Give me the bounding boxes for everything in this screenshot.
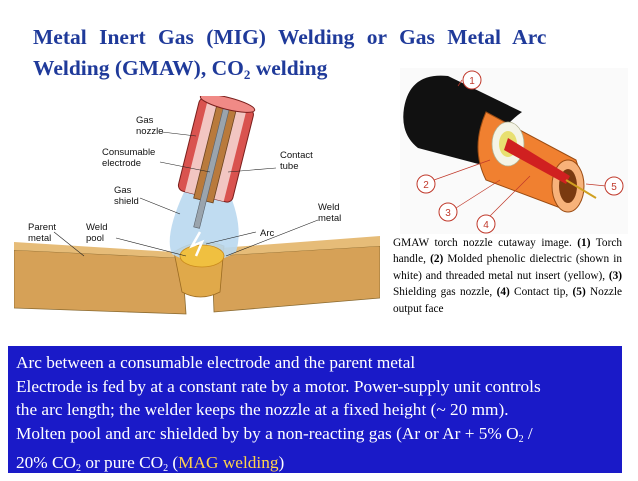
gmaw-torch-nozzle-cutaway-image: 1 2 3 4 5 <box>400 68 628 234</box>
caption-number-1: (1) <box>577 237 591 249</box>
label-weld-pool-2: pool <box>86 233 104 244</box>
label-consumable-electrode-2: electrode <box>102 158 141 169</box>
label-arc: Arc <box>260 228 275 239</box>
weld-pool <box>179 244 225 268</box>
line-5-subscript-1: 2 <box>76 463 82 474</box>
title-line-2-suffix: welding <box>250 56 328 80</box>
line-4-subscript: 2 <box>518 433 524 445</box>
caption-text-4: Contact tip, <box>509 286 573 299</box>
label-weld-metal-1: Weld <box>318 202 339 213</box>
marker-4: 4 <box>483 220 489 231</box>
caption-text-1: Torch handle, <box>393 237 622 266</box>
summary-box: Arc between a consumable electrode and t… <box>8 346 622 474</box>
line-4-suffix: / <box>523 423 533 443</box>
marker-5-circle <box>604 176 624 196</box>
title-line-2-prefix: Welding (GMAW), CO <box>33 56 244 80</box>
parent-metal-plate-right <box>211 245 380 313</box>
label-consumable-electrode-1: Consumable <box>102 147 155 158</box>
caption-number-4: (4) <box>496 286 510 299</box>
gas-shield <box>169 190 239 263</box>
label-contact-tube-1: Contact <box>280 150 313 161</box>
contact-tip <box>504 138 570 184</box>
slide-title: Metal Inert Gas (MIG) Welding or Gas Met… <box>33 22 623 90</box>
parent-metal-plate-left <box>14 249 187 315</box>
marker-5: 5 <box>611 182 617 193</box>
label-gas-nozzle-1: Gas <box>136 115 154 126</box>
title-line-1: Metal Inert Gas (MIG) Welding or Gas Met… <box>33 25 547 49</box>
caption-number-3: (3) <box>608 269 622 282</box>
line-5-d: ) <box>278 453 285 472</box>
label-gas-shield-2: shield <box>114 196 139 207</box>
title-subscript: 2 <box>243 67 251 82</box>
label-contact-tube-2: tube <box>280 161 299 172</box>
caption-text-3: Shielding gas nozzle, <box>393 286 497 299</box>
line-4-prefix: Molten pool and arc shielded by by a non… <box>16 423 519 443</box>
label-parent-metal-1: Parent <box>28 222 56 233</box>
label-gas-nozzle-2: nozzle <box>136 126 163 137</box>
caption-text-2: Molded phenolic dielectric (shown in whi… <box>393 253 623 282</box>
mag-welding-highlight: MAG welding <box>178 453 279 472</box>
label-parent-metal-2: metal <box>28 233 51 244</box>
line-5-c: ( <box>168 453 179 472</box>
workpiece-top-face <box>14 236 380 258</box>
marker-2: 2 <box>423 180 429 191</box>
marker-1-circle <box>462 70 482 90</box>
summary-line-2: Electrode is fed by at a constant rate b… <box>16 376 541 396</box>
summary-line-1: Arc between a consumable electrode and t… <box>16 353 416 372</box>
caption-number-2: (2) <box>430 253 444 266</box>
line-5-subscript-2: 2 <box>163 463 169 474</box>
caption-intro: GMAW torch nozzle cutaway image. <box>393 237 578 249</box>
summary-line-3: the arc length; the welder keeps the noz… <box>16 400 509 419</box>
marker-2-circle <box>416 174 436 194</box>
title-line-2: Welding (GMAW), CO2 welding <box>33 53 623 90</box>
marker-3: 3 <box>445 208 451 219</box>
line-5-b: or pure CO <box>81 453 164 472</box>
summary-line-4: Molten pool and arc shielded by by a non… <box>16 422 614 452</box>
caption-text-5: Nozzle output face <box>393 286 623 315</box>
summary-line-5: 20% CO2 or pure CO2 (MAG welding) <box>16 451 614 481</box>
caption-number-5: (5) <box>572 286 586 299</box>
electrode-wire <box>565 179 597 199</box>
marker-3-circle <box>438 202 458 222</box>
mig-welding-diagram: Gas nozzle Consumable electrode Contact … <box>14 96 380 315</box>
marker-1: 1 <box>469 76 475 87</box>
label-weld-metal-2: metal <box>318 213 341 224</box>
nozzle-top-ring <box>199 96 256 113</box>
line-5-a: 20% CO <box>16 453 77 472</box>
marker-4-circle <box>476 214 496 234</box>
torch-caption: GMAW torch nozzle cutaway image. (1) Tor… <box>393 235 622 317</box>
label-weld-pool-1: Weld <box>86 222 107 233</box>
label-gas-shield-1: Gas <box>114 185 132 196</box>
welding-arc <box>189 231 205 257</box>
